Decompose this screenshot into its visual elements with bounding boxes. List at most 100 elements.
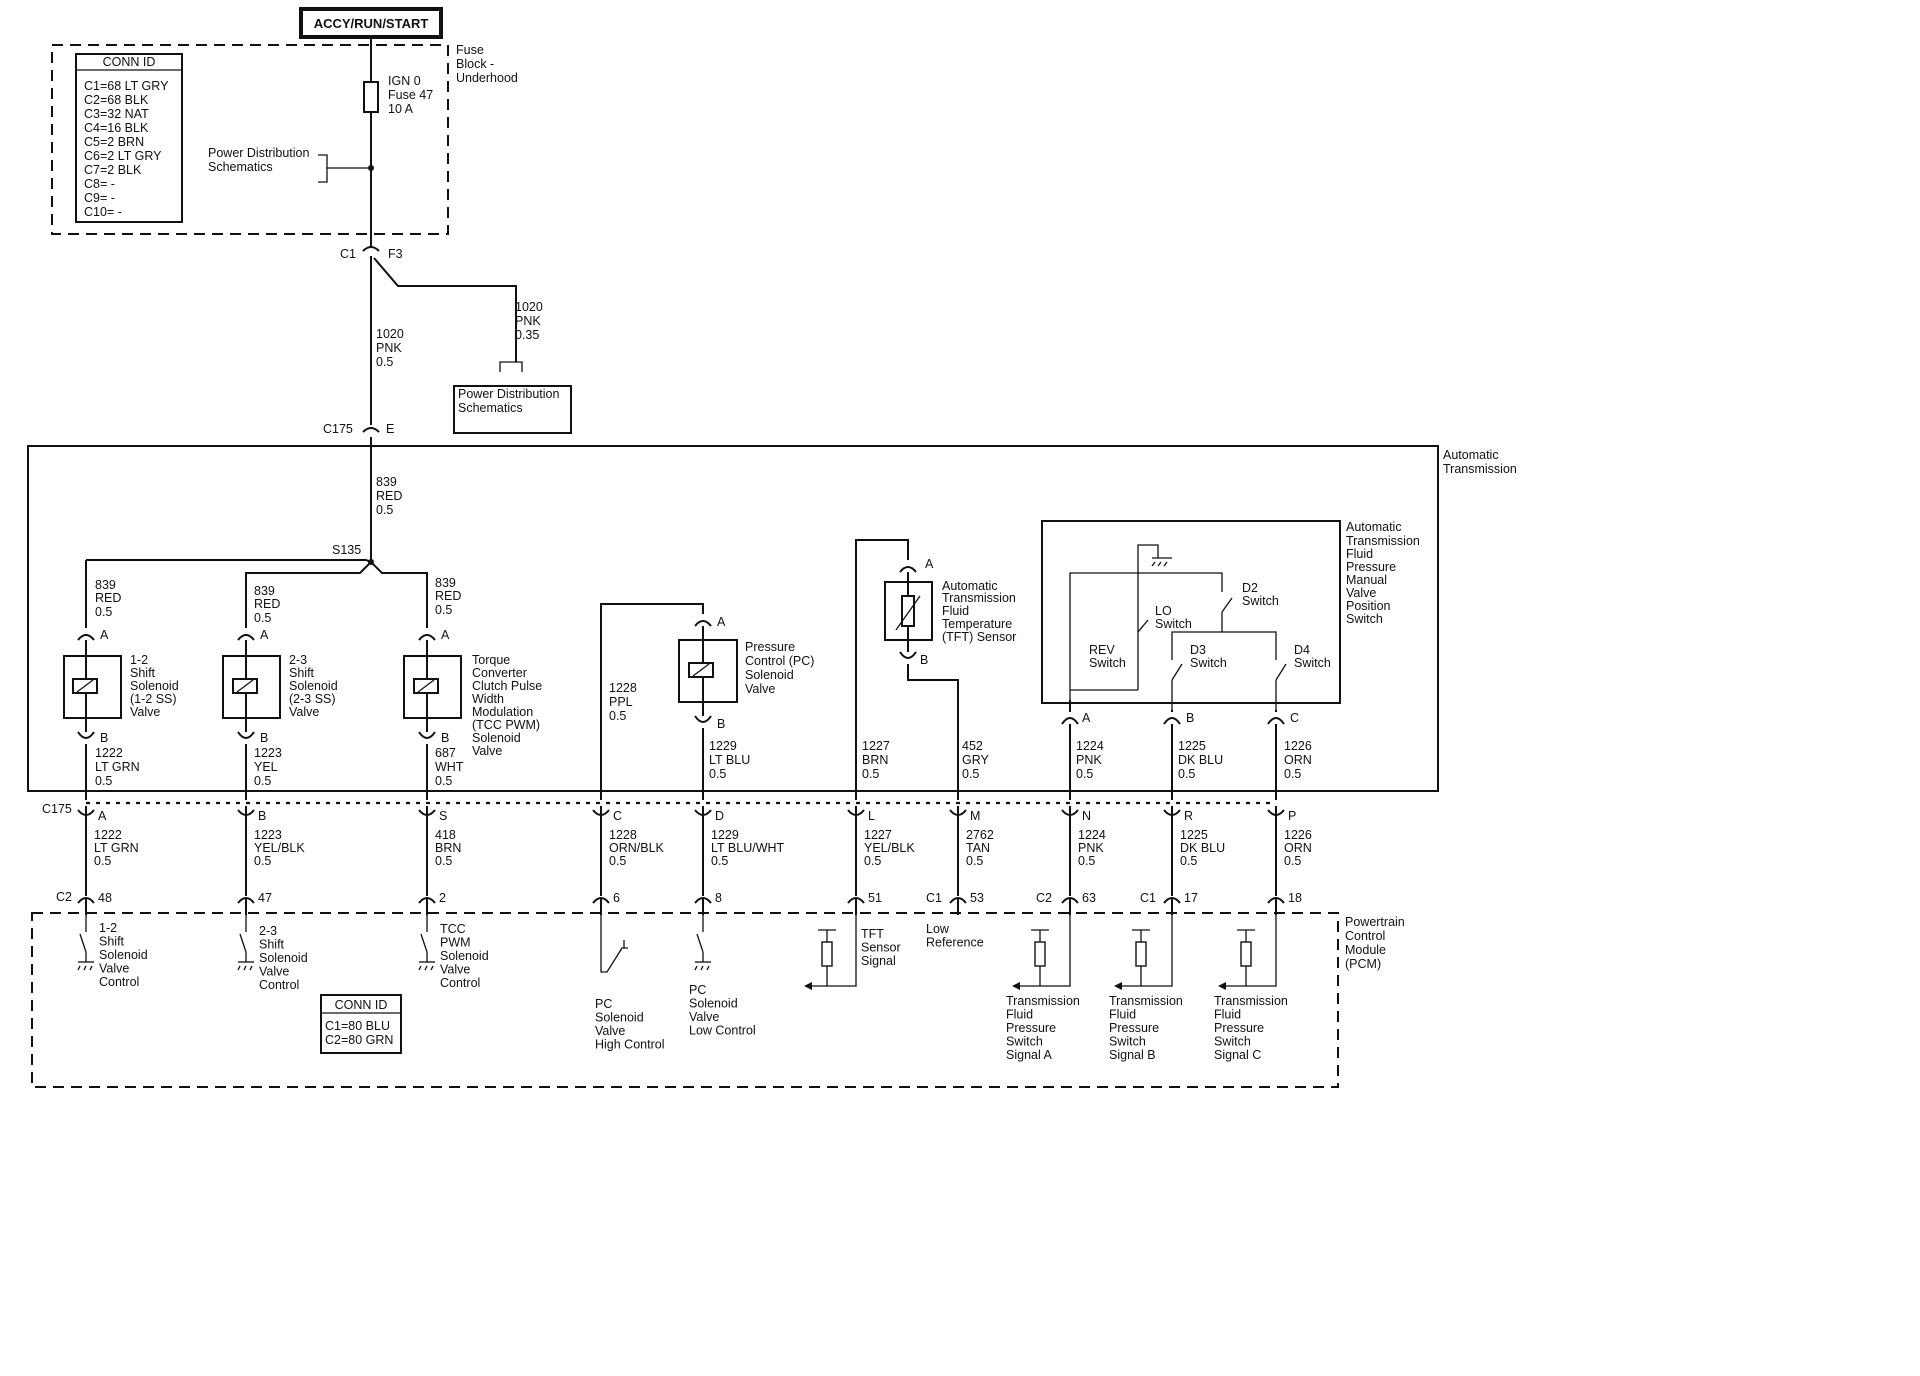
- lower-wire-label: 0.5: [1078, 854, 1095, 868]
- d4-switch-icon: [1275, 663, 1287, 681]
- switch-assembly-label: Switch: [1346, 612, 1383, 626]
- switch-pin-a: A: [1082, 711, 1091, 725]
- pcm-function-label: 1-2: [99, 921, 117, 935]
- switch-pin-b: B: [1186, 711, 1194, 725]
- pcm-pin-number: 53: [970, 891, 984, 905]
- tft-label: Transmission: [942, 591, 1016, 605]
- pcm-pin-number: 47: [258, 891, 272, 905]
- wire-839-b-3: 0.5: [254, 611, 271, 625]
- conn-id-row: C9= -: [84, 191, 115, 205]
- lower-wire-label: YEL/BLK: [864, 841, 915, 855]
- solenoid-pin-b: B: [717, 717, 725, 731]
- supply-title: ACCY/RUN/START: [314, 16, 429, 31]
- lo-switch-icon: [1137, 619, 1149, 633]
- pcm-function-label: Shift: [259, 938, 285, 952]
- pcm-drivers: [77, 912, 1277, 990]
- fuse-block-label-1: Fuse: [456, 43, 484, 57]
- wire-839-main-2: RED: [376, 489, 402, 503]
- pcm-c2-label: C2: [1036, 891, 1052, 905]
- transmission-box: [27, 445, 1439, 792]
- solenoid-pin-b: B: [260, 731, 268, 745]
- solenoid-label: Shift: [130, 666, 156, 680]
- wire-out: 0.5: [254, 774, 271, 788]
- wire-839-b-2: RED: [254, 597, 280, 611]
- d4-switch-label: Switch: [1294, 656, 1331, 670]
- c175-pin-label: M: [970, 809, 980, 823]
- wire-out: LT GRN: [95, 760, 140, 774]
- pcm-function-label: Valve: [689, 1010, 719, 1024]
- supply-header: ACCY/RUN/START: [299, 7, 443, 45]
- solenoid-label: Valve: [745, 682, 775, 696]
- wire-839-main-3: 0.5: [376, 503, 393, 517]
- pd-label-1: Power Distribution: [208, 146, 309, 160]
- wire-1020-branch-3: 0.35: [515, 328, 539, 342]
- pcm-function-label: Signal A: [1006, 1048, 1053, 1062]
- lower-wire-label: 0.5: [609, 854, 626, 868]
- switch-assembly-label: Manual: [1346, 573, 1387, 587]
- wire-1226-up: 1226: [1284, 739, 1312, 753]
- pcm-function-label: Valve: [259, 965, 289, 979]
- d3-switch-icon: [1171, 663, 1183, 681]
- c175-pin-label: D: [715, 809, 724, 823]
- c175-pin-label: C: [613, 809, 622, 823]
- wire-1224-up: 0.5: [1076, 767, 1093, 781]
- pcm-function-label: Switch: [1109, 1035, 1146, 1049]
- conn-id-bottom-row: C1=80 BLU: [325, 1019, 390, 1033]
- wire-452-up-2: GRY: [962, 753, 990, 767]
- fuse-label-2: Fuse 47: [388, 88, 433, 102]
- driver-switch-icon: [418, 915, 435, 971]
- solenoid-2-3-shift: A B 2-3 Shift Solenoid (2-3 SS) Valve 12…: [222, 628, 338, 788]
- pressure-switch-assembly: Automatic Transmission Fluid Pressure Ma…: [1041, 520, 1420, 710]
- pcm-pin-number: 8: [715, 891, 722, 905]
- driver-switch-icon: [237, 915, 254, 971]
- solenoid-pressure-control: 1228 PPL 0.5 A B Pressure Control (PC) S…: [600, 603, 814, 800]
- lower-wire-label: 0.5: [254, 854, 271, 868]
- lower-wire-label: 0.5: [94, 854, 111, 868]
- wire-839-main-1: 839: [376, 475, 397, 489]
- conn-id-bottom: CONN ID C1=80 BLU C2=80 GRN: [320, 994, 402, 1054]
- tft-label: Fluid: [942, 604, 969, 618]
- solenoid-label: Pressure: [745, 640, 795, 654]
- wire-out: 0.5: [435, 774, 452, 788]
- fuse-icon: [363, 81, 379, 113]
- pcm-function-label: TFT: [861, 927, 884, 941]
- solenoid-label: 1-2: [130, 653, 148, 667]
- pcm-function-label: Solenoid: [689, 997, 738, 1011]
- pullup-resistor-icon: [1218, 915, 1277, 990]
- wire-452-up-3: 0.5: [962, 767, 979, 781]
- solenoid-tcc-pwm: A B Torque Converter Clutch Pulse Width …: [403, 628, 542, 788]
- wire-1020-main-1: 1020: [376, 327, 404, 341]
- driver-switch-icon: [694, 915, 711, 971]
- pcm-box: [31, 912, 1339, 1088]
- pcm-label: Control: [1345, 929, 1385, 943]
- solenoid-pin-a: A: [441, 628, 450, 642]
- lower-wire-label: ORN: [1284, 841, 1312, 855]
- conn-id-row: C5=2 BRN: [84, 135, 144, 149]
- tft-label: Temperature: [942, 617, 1012, 631]
- c175-row-label: C175: [42, 802, 72, 816]
- lower-wire-label: 0.5: [1180, 854, 1197, 868]
- pd-label-2: Schematics: [208, 160, 273, 174]
- rev-switch-label: REV: [1089, 643, 1115, 657]
- switch-assembly-label: Position: [1346, 599, 1391, 613]
- pcm-function-label: Control: [259, 978, 299, 992]
- ground-icon: [1151, 557, 1172, 567]
- solenoid-label: Converter: [472, 666, 527, 680]
- solenoid-label: Solenoid: [745, 668, 794, 682]
- pcm-function-label: Solenoid: [259, 951, 308, 965]
- wire-1020-branch-1: 1020: [515, 300, 543, 314]
- wire-839-a-3: 0.5: [95, 605, 112, 619]
- wire-out: 1222: [95, 746, 123, 760]
- solenoid-label: Modulation: [472, 705, 533, 719]
- wire-839-a-1: 839: [95, 578, 116, 592]
- pcm-pin-number: 63: [1082, 891, 1096, 905]
- lower-wire-label: 0.5: [1284, 854, 1301, 868]
- wire-1228-in-3: 0.5: [609, 709, 626, 723]
- pcm-function-label: Switch: [1006, 1035, 1043, 1049]
- c1-connector: C1 F3 1020 PNK 0.5 1020 PNK 0.35 Power D…: [340, 246, 572, 434]
- d4-switch-label: D4: [1294, 643, 1310, 657]
- pcm-label: Powertrain: [1345, 915, 1405, 929]
- solenoid-label: Control (PC): [745, 654, 814, 668]
- lower-wire-label: 1227: [864, 828, 892, 842]
- pcm-function-label: Sensor: [861, 941, 901, 955]
